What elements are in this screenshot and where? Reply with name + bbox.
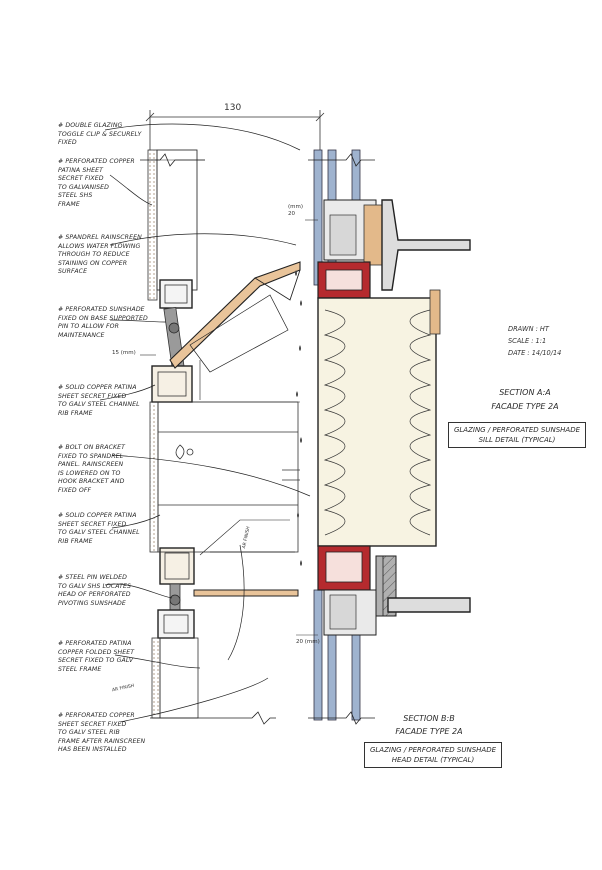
note-solid-copper-2: # SOLID COPPER PATINA SHEET SECRET FIXED… <box>58 512 140 545</box>
sill-transom <box>317 199 471 299</box>
note-steel-pin: # STEEL PIN WELDED TO GALV SHS LOCATES H… <box>58 574 132 607</box>
drawing-date: DATE : 14/10/14 <box>508 349 562 357</box>
head-transom <box>317 545 471 636</box>
note-perforated-copper: # PERFORATED COPPER PATINA SHEET SECRET … <box>58 158 135 208</box>
section-b-box: GLAZING / PERFORATED SUNSHADE HEAD DETAI… <box>364 742 502 768</box>
sunshade-top <box>169 261 301 403</box>
section-a-subtitle: FACADE TYPE 2A <box>491 402 559 411</box>
sunshade-bottom <box>193 519 299 597</box>
note-spandrel-rainscreen: # SPANDREL RAINSCREEN ALLOWS WATER FLOWI… <box>58 234 142 276</box>
water-drops <box>295 270 302 566</box>
note-perforated-sunshade: # PERFORATED SUNSHADE FIXED ON BASE SUPP… <box>58 306 148 339</box>
section-a-title: SECTION A:A <box>499 388 551 397</box>
rainscreen-box <box>157 401 300 553</box>
small-dimensions <box>140 219 318 636</box>
dimension-20-top: (mm) 20 <box>288 204 304 217</box>
leader-lines <box>99 123 311 723</box>
section-b-subtitle: FACADE TYPE 2A <box>395 727 463 736</box>
left-cladding <box>147 149 205 719</box>
dimension-15: 15 (mm) <box>112 350 136 356</box>
section-b-title: SECTION B:B <box>403 714 455 723</box>
drawn-by: DRAWN : HT <box>508 325 549 333</box>
note-bolt-bracket: # BOLT ON BRACKET FIXED TO SPANDREL PANE… <box>58 444 126 494</box>
break-lines <box>140 153 375 725</box>
note-double-glazing: # DOUBLE GLAZING TOGGLE CLIP & SECURELY … <box>58 122 142 147</box>
spandrel-panel <box>317 289 441 547</box>
dimension-20-bottom: 20 (mm) <box>296 639 320 645</box>
top-dimension <box>145 110 325 150</box>
dimension-top: 130 <box>224 103 242 113</box>
section-a-box: GLAZING / PERFORATED SUNSHADE SILL DETAI… <box>448 422 586 448</box>
note-perforated-copper-2: # PERFORATED COPPER SHEET SECRET FIXED T… <box>58 712 146 754</box>
drawing-scale: SCALE : 1:1 <box>508 337 547 345</box>
note-solid-copper-1: # SOLID COPPER PATINA SHEET SECRET FIXED… <box>58 384 140 417</box>
note-perforated-patina: # PERFORATED PATINA COPPER FOLDED SHEET … <box>58 640 135 673</box>
